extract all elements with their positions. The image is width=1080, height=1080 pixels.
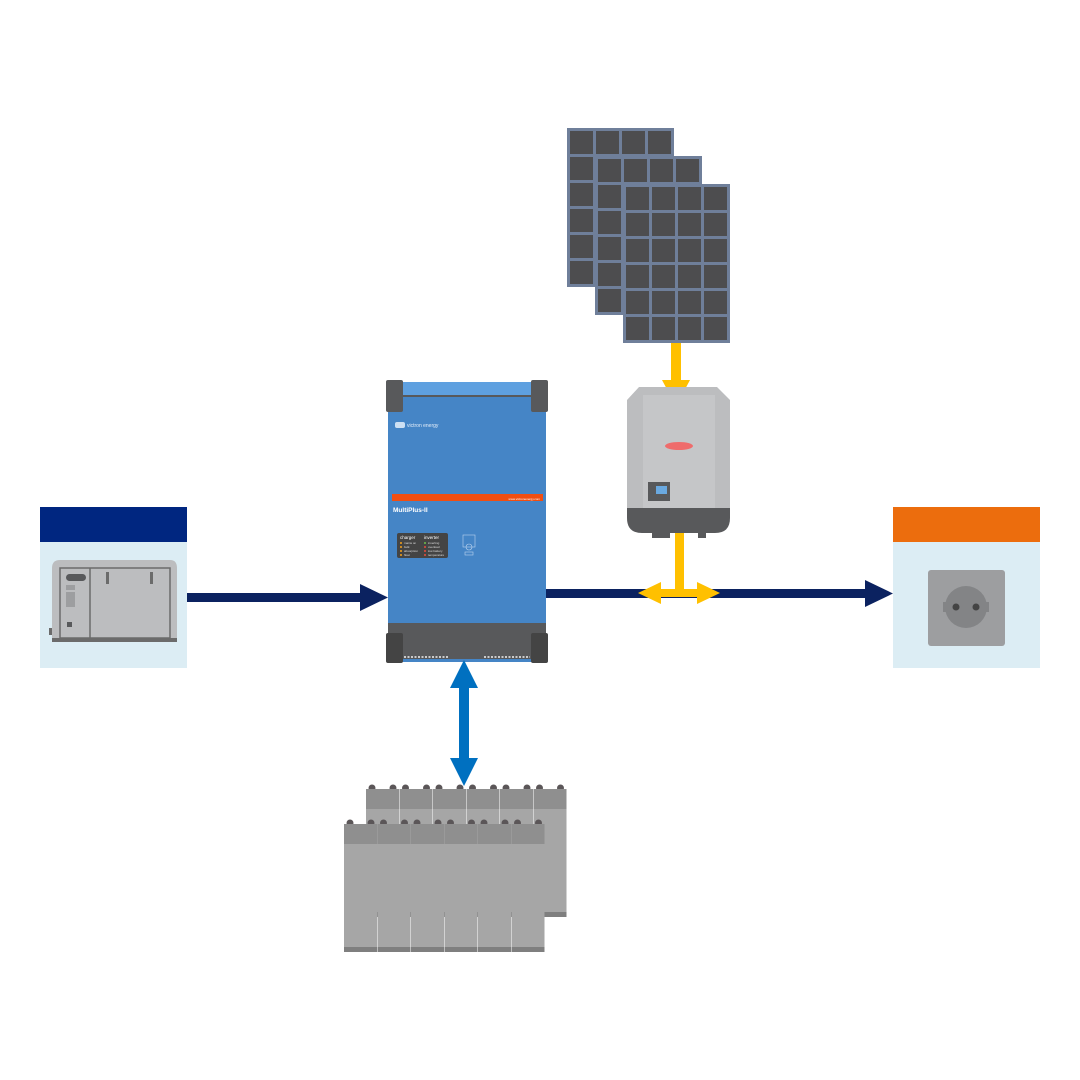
battery-cell — [511, 819, 545, 952]
charger-led — [400, 546, 402, 548]
inverter-led-label: temperature — [428, 553, 445, 557]
orange-stripe — [392, 494, 543, 501]
multiplus-ii[interactable]: www.victronenergy.com victron energy Mul… — [386, 380, 548, 663]
pv-ac-arrow — [638, 533, 720, 604]
charger-led-label: absorption — [404, 549, 418, 553]
charger-led-label: mains on — [404, 541, 417, 545]
inverter-led-label: low battery — [428, 549, 443, 553]
pv-inverter — [627, 387, 730, 538]
wiring-schematic — [462, 534, 476, 556]
solar-panels — [567, 128, 730, 343]
led-panel — [397, 533, 448, 558]
socket-icon — [928, 570, 1005, 646]
inverter-led — [424, 542, 426, 544]
website-label: www.victronenergy.com — [509, 497, 541, 501]
ac-input-arrow — [187, 584, 388, 611]
inverter-title: inverter — [424, 535, 440, 540]
victron-logo — [395, 422, 405, 428]
inverter-led — [424, 554, 426, 556]
battery-cell — [377, 819, 411, 952]
generator-icon — [49, 560, 177, 642]
source-header — [40, 507, 187, 542]
charger-led — [400, 550, 402, 552]
inverter-led-label: overload — [428, 545, 440, 549]
ac-output-arrow — [546, 580, 893, 607]
ac-load-node[interactable] — [893, 507, 1040, 668]
inverter-led-label: inverting — [428, 541, 440, 545]
inverter-led — [424, 546, 426, 548]
charger-led — [400, 542, 402, 544]
charger-led — [400, 554, 402, 556]
dc-battery-arrow — [450, 660, 478, 786]
charger-led-label: float — [404, 553, 410, 557]
inverter-led — [424, 550, 426, 552]
load-header — [893, 507, 1040, 542]
charger-title: charger — [400, 535, 416, 540]
battery-bank — [344, 784, 567, 952]
charger-led-label: bulk — [404, 545, 410, 549]
generator-node[interactable] — [40, 507, 187, 668]
battery-cell — [411, 819, 444, 952]
battery-cell — [478, 819, 511, 952]
model-label: MultiPlus-II — [393, 507, 428, 514]
battery-cell — [444, 819, 478, 952]
brand-label: victron energy — [407, 423, 439, 429]
solar-panel — [623, 184, 730, 343]
battery-cell — [344, 819, 377, 952]
